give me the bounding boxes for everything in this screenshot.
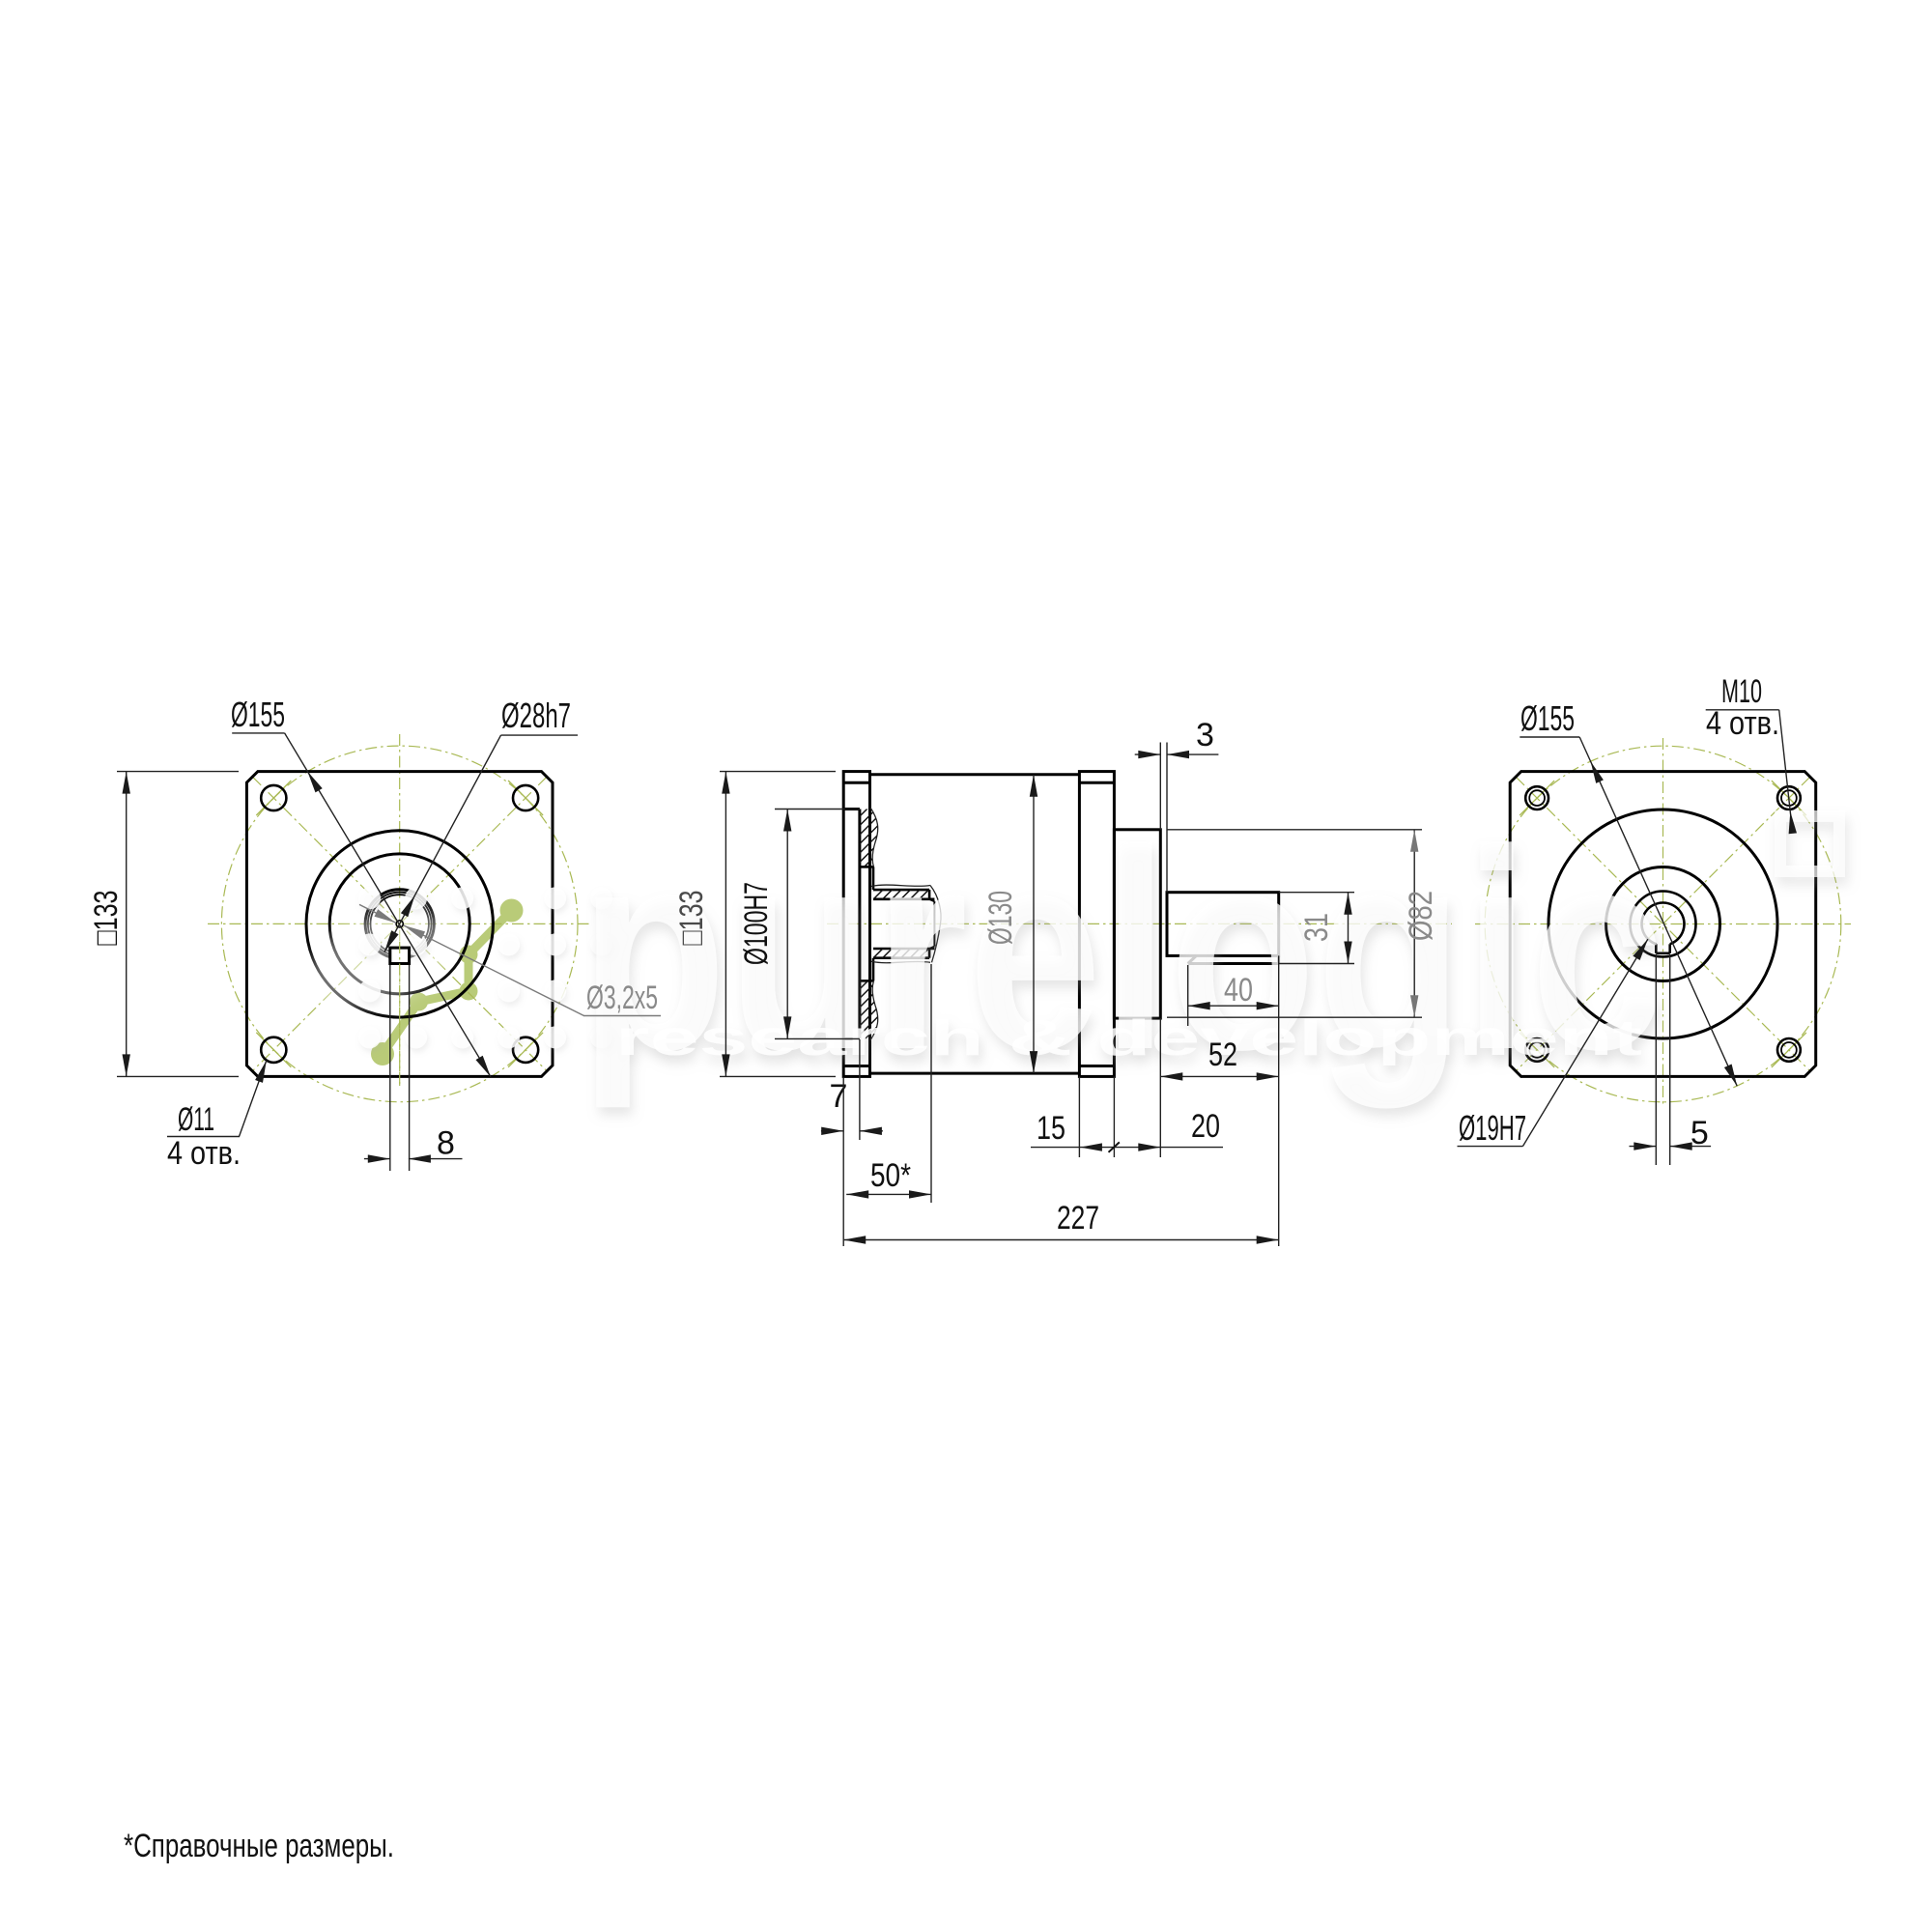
svg-text:8: 8 [437,1125,455,1162]
svg-text:15: 15 [1037,1110,1065,1147]
svg-text:31: 31 [1298,913,1335,942]
svg-text:4 отв.: 4 отв. [167,1135,241,1172]
svg-text:Ø130: Ø130 [982,891,1019,945]
svg-text:Ø82: Ø82 [1403,891,1439,941]
svg-text:M10: M10 [1721,673,1762,710]
svg-text:Ø155: Ø155 [1520,698,1575,738]
svg-text:227: 227 [1057,1200,1099,1236]
svg-text:Ø100H7: Ø100H7 [738,882,775,965]
svg-text:Ø19H7: Ø19H7 [1459,1108,1526,1148]
svg-text:7: 7 [830,1078,848,1115]
svg-text:Ø155: Ø155 [231,695,285,734]
svg-text:5: 5 [1690,1115,1709,1151]
svg-text:purelogic: purelogic [580,790,1664,1111]
svg-text:50*: 50* [870,1157,911,1194]
svg-text:52: 52 [1208,1037,1237,1073]
svg-text:research & development: research & development [615,1010,1642,1066]
svg-text:20: 20 [1191,1108,1220,1145]
svg-text:Ø28h7: Ø28h7 [501,696,571,735]
svg-text:□133: □133 [673,891,710,946]
svg-text:Ø11: Ø11 [178,1101,214,1138]
svg-text:*Справочные размеры.: *Справочные размеры. [124,1828,394,1864]
svg-text:Ø3,2x5: Ø3,2x5 [586,980,658,1016]
svg-text:4 отв.: 4 отв. [1706,705,1779,742]
svg-text:3: 3 [1196,717,1214,753]
svg-text:40: 40 [1224,972,1253,1009]
svg-text:□133: □133 [88,891,125,946]
